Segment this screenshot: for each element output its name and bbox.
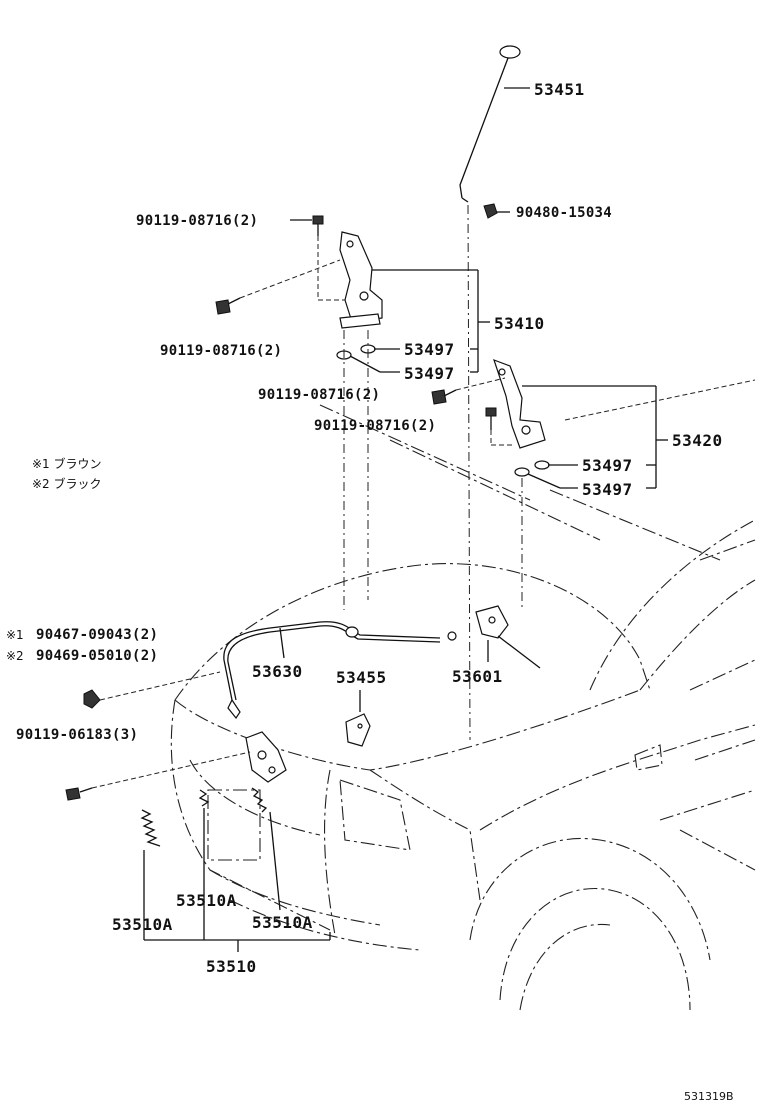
clip-icon xyxy=(483,203,498,219)
part-label-90119-08716-mid2: 90119-08716(2) xyxy=(314,418,436,434)
hood-release-cable xyxy=(223,621,457,720)
part-label-53510: 53510 xyxy=(206,957,257,976)
right-hood-hinge xyxy=(493,358,546,449)
washer-icon xyxy=(514,467,530,477)
car-body-outline xyxy=(170,519,756,1011)
part-label-90469-05010: 90469-05010(2) xyxy=(36,648,158,664)
part-label-53410: 53410 xyxy=(494,314,545,333)
note-brown: ※1 ブラウン xyxy=(32,456,102,471)
bolt-icon xyxy=(431,389,457,405)
spring-icon xyxy=(251,787,268,813)
part-label-90119-06183: 90119-06183(3) xyxy=(16,727,138,743)
illustration-reference-number: 531319B xyxy=(684,1090,734,1103)
washer-icon xyxy=(534,460,550,470)
part-label-53451: 53451 xyxy=(534,80,585,99)
bolt-icon xyxy=(485,407,497,430)
part-label-53497-b: 53497 xyxy=(404,364,455,383)
part-label-53510a-1: 53510A xyxy=(176,891,237,910)
spring-icon xyxy=(198,789,210,807)
bolt-icon xyxy=(215,297,241,315)
hood-lock-latch xyxy=(475,605,509,639)
note-mark-2: ※2 xyxy=(6,649,24,663)
left-hood-hinge xyxy=(339,231,383,329)
note-mark-1: ※1 xyxy=(6,628,24,642)
part-label-90119-08716-mid1: 90119-08716(2) xyxy=(258,387,380,403)
lock-support-bracket xyxy=(345,713,371,747)
grommet-icon xyxy=(83,689,101,709)
part-label-53420: 53420 xyxy=(672,431,723,450)
part-label-90480-15034: 90480-15034 xyxy=(516,205,612,221)
part-label-53510a-3: 53510A xyxy=(252,913,313,932)
leader-lines xyxy=(143,87,668,952)
bolt-icon xyxy=(312,215,324,236)
part-label-90119-08716-top: 90119-08716(2) xyxy=(136,213,258,229)
hood-lock-assembly xyxy=(245,731,287,783)
part-label-53510a-2: 53510A xyxy=(112,915,173,934)
part-label-53497-c: 53497 xyxy=(582,456,633,475)
part-label-90467-09043: 90467-09043(2) xyxy=(36,627,158,643)
part-label-53497-a: 53497 xyxy=(404,340,455,359)
bolt-icon xyxy=(65,787,93,801)
spring-icon xyxy=(140,809,161,847)
part-label-53630: 53630 xyxy=(252,662,303,681)
part-label-53601: 53601 xyxy=(452,667,503,686)
part-label-90119-08716-left: 90119-08716(2) xyxy=(160,343,282,359)
part-label-53455: 53455 xyxy=(336,668,387,687)
note-black: ※2 ブラック xyxy=(32,476,102,491)
part-label-53497-d: 53497 xyxy=(582,480,633,499)
